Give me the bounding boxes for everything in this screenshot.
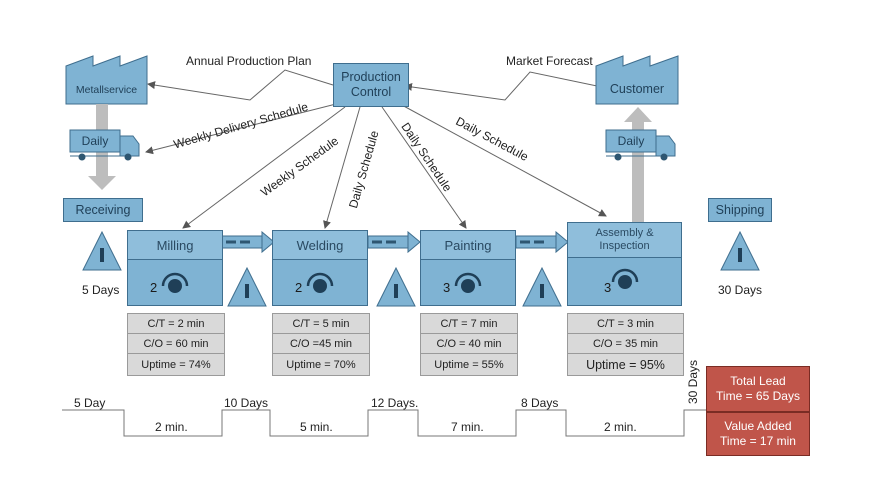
- customer-factory-icon: [595, 55, 679, 105]
- customer-shipment-arrow: [624, 107, 652, 222]
- arrow-daily-assembly: [399, 103, 607, 217]
- timeline-ladder: [62, 409, 706, 437]
- info-flow-annual-plan: [147, 69, 334, 101]
- data-cycle-time: C/T = 3 min: [567, 313, 684, 335]
- value-added-line2: Time = 17 min: [720, 434, 796, 448]
- arrow-weekly-delivery: [145, 103, 337, 155]
- inventory-triangle-1: [227, 266, 267, 307]
- data-cycle-time: C/T = 2 min: [127, 313, 225, 335]
- push-arrow-2: [367, 230, 421, 254]
- value-added-time-box: Value Added Time = 17 min: [706, 412, 810, 456]
- operator-icon: [454, 272, 482, 293]
- label-market-forecast: Market Forecast: [506, 54, 593, 68]
- supplier-label: Metallservice: [75, 84, 138, 96]
- data-uptime: Uptime = 74%: [127, 353, 225, 376]
- timeline-process-time-2: 5 min.: [300, 420, 333, 434]
- customer-truck-icon: [605, 129, 676, 161]
- process-box-assembly-inspection: Assembly & Inspection 3: [567, 222, 682, 306]
- total-lead-line2: Time = 65 Days: [716, 389, 800, 403]
- operator-count: 3: [604, 280, 612, 295]
- production-control-line1: Production: [341, 70, 401, 84]
- inventory-days-start: 5 Days: [82, 283, 120, 297]
- data-uptime: Uptime = 55%: [420, 353, 518, 376]
- arrow-daily-welding: [323, 106, 361, 229]
- arrow-weekly-schedule: [182, 106, 346, 229]
- supplier-truck-icon: [69, 129, 140, 161]
- info-flow-market-forecast: [404, 71, 598, 101]
- inventory-days-end: 30 Days: [718, 283, 763, 297]
- push-arrow-1: [221, 230, 275, 254]
- customer-label: Customer: [609, 82, 665, 96]
- data-cycle-time: C/T = 5 min: [272, 313, 370, 335]
- process-title: Welding: [273, 231, 367, 260]
- data-changeover: C/O =45 min: [272, 333, 370, 355]
- timeline-wait-3: 12 Days.: [371, 396, 419, 410]
- push-arrow-3: [515, 230, 569, 254]
- process-title: Assembly & Inspection: [568, 223, 681, 258]
- timeline-process-time-3: 7 min.: [451, 420, 484, 434]
- process-box-milling: Milling 2: [127, 230, 223, 306]
- timeline-wait-2: 10 Days: [224, 396, 269, 410]
- inventory-triangle-receiving: [82, 230, 122, 271]
- operator-icon: [306, 272, 334, 293]
- supplier-factory-icon: [65, 55, 148, 105]
- operator-icon: [161, 272, 189, 293]
- supplier-truck-label: Daily: [81, 134, 109, 148]
- process-title-line1: Assembly &: [595, 227, 654, 239]
- data-changeover: C/O = 35 min: [567, 333, 684, 355]
- process-box-welding: Welding 2: [272, 230, 368, 306]
- data-uptime: Uptime = 70%: [272, 353, 370, 376]
- timeline-wait-1: 5 Day: [74, 396, 106, 410]
- arrow-daily-painting: [381, 106, 467, 229]
- data-uptime: Uptime = 95%: [567, 353, 684, 376]
- total-lead-time-box: Total Lead Time = 65 Days: [706, 366, 810, 412]
- label-annual-production-plan: Annual Production Plan: [186, 54, 312, 68]
- data-cycle-time: C/T = 7 min: [420, 313, 518, 335]
- operator-count: 3: [443, 280, 451, 295]
- shipping-box: Shipping: [708, 198, 772, 222]
- value-added-line1: Value Added: [724, 419, 792, 433]
- process-box-painting: Painting 3: [420, 230, 516, 306]
- customer-truck-label: Daily: [617, 134, 645, 148]
- inventory-triangle-2: [376, 266, 416, 307]
- operator-count: 2: [295, 280, 303, 295]
- timeline-process-time-1: 2 min.: [155, 420, 188, 434]
- process-title: Milling: [128, 231, 222, 260]
- operator-icon: [611, 268, 638, 289]
- receiving-box: Receiving: [63, 198, 143, 222]
- production-control-box: Production Control: [333, 63, 409, 107]
- timeline-wait-5: 30 Days: [686, 359, 700, 404]
- timeline-wait-4: 8 Days: [521, 396, 559, 410]
- total-lead-line1: Total Lead: [730, 374, 786, 388]
- production-control-line2: Control: [350, 85, 392, 99]
- process-title-line2: Inspection: [599, 240, 650, 252]
- process-title: Painting: [421, 231, 515, 260]
- timeline-process-time-4: 2 min.: [604, 420, 637, 434]
- inventory-triangle-3: [522, 266, 562, 307]
- operator-count: 2: [150, 280, 158, 295]
- inventory-triangle-shipping: [720, 230, 760, 271]
- data-changeover: C/O = 40 min: [420, 333, 518, 355]
- data-changeover: C/O = 60 min: [127, 333, 225, 355]
